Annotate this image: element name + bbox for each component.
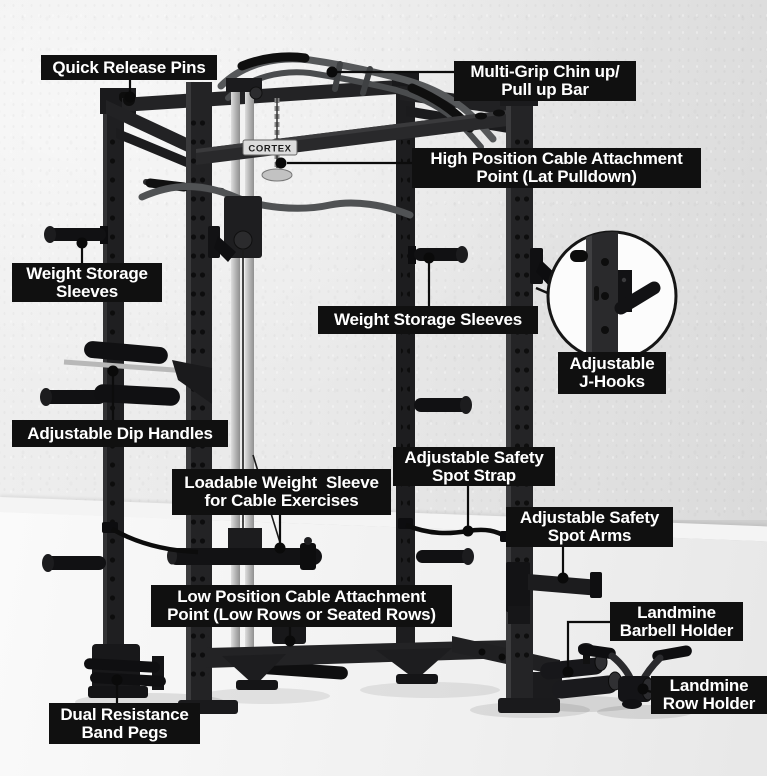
label-text: Pull up Bar [501, 80, 589, 99]
label-landmine-barbell-holder: Landmine Barbell Holder [610, 602, 743, 641]
label-text: Loadable Weight Sleeve [184, 473, 379, 492]
label-adjustable-j-hooks: Adjustable J-Hooks [558, 352, 666, 394]
label-weight-storage-sleeves-center: Weight Storage Sleeves [318, 306, 538, 334]
dip-handles [63, 341, 212, 406]
label-text: Quick Release Pins [52, 57, 206, 77]
label-text: Spot Arms [547, 526, 632, 545]
bars-upper [138, 178, 414, 219]
label-text: Dual Resistance [60, 704, 189, 724]
label-text: Adjustable Safety [404, 447, 544, 467]
label-text: Weight Storage [26, 263, 148, 283]
label-text: Adjustable Safety [519, 508, 660, 527]
label-text: Row Holder [662, 694, 756, 713]
label-landmine-row-holder: Landmine Row Holder [651, 676, 767, 714]
label-text: Barbell Holder [619, 620, 734, 640]
label-text: Multi-Grip Chin up/ [470, 62, 620, 81]
label-weight-storage-sleeves-left: Weight Storage Sleeves [12, 263, 162, 302]
curl-bar [138, 183, 414, 219]
label-adjustable-safety-spot-strap: Adjustable Safety Spot Strap [393, 447, 555, 486]
label-text: Low Position Cable Attachment [177, 587, 426, 606]
label-text: Spot Strap [432, 465, 516, 485]
label-loadable-weight-sleeve: Loadable Weight Sleeve for Cable Exercis… [172, 469, 391, 515]
label-multi-grip-chin-up-bar: Multi-Grip Chin up/ Pull up Bar [454, 61, 636, 101]
lat-tower [226, 78, 293, 650]
label-text: Adjustable [569, 354, 655, 373]
label-text: Point (Low Rows or Seated Rows) [167, 605, 436, 624]
label-low-position-cable-attachment: Low Position Cable Attachment Point (Low… [151, 585, 452, 627]
label-text: Landmine [637, 602, 716, 622]
label-dual-resistance-band-pegs: Dual Resistance Band Pegs [49, 703, 200, 744]
label-high-position-cable-attachment: High Position Cable Attachment Point (La… [412, 148, 701, 188]
label-adjustable-dip-handles: Adjustable Dip Handles [12, 420, 228, 447]
j-hook-inset [535, 230, 678, 362]
weight-storage-pegs [40, 226, 474, 572]
label-text: Weight Storage Sleeves [333, 310, 523, 329]
beam-front-top: CORTEX [196, 107, 532, 165]
callout-dots [76, 66, 649, 695]
brand-plate-text: CORTEX [248, 144, 291, 155]
label-text: Sleeves [56, 281, 118, 301]
label-text: Point (Lat Pulldown) [476, 167, 637, 186]
top-pulley [249, 86, 263, 100]
j-hook-left [208, 226, 236, 262]
safety-spot-arm [506, 562, 602, 624]
dual-resistance-band-pegs [84, 656, 166, 690]
label-adjustable-safety-spot-arms: Adjustable Safety Spot Arms [506, 507, 673, 547]
brand-plate [242, 139, 298, 156]
label-quick-release-pins: Quick Release Pins [41, 55, 217, 80]
label-text: Landmine [669, 676, 749, 695]
loadable-weight-sleeve [167, 537, 322, 570]
label-text: for Cable Exercises [204, 491, 359, 510]
label-text: High Position Cable Attachment [430, 149, 683, 168]
label-text: J-Hooks [579, 372, 645, 391]
label-text: Band Pegs [81, 722, 168, 742]
label-text: Adjustable Dip Handles [27, 423, 213, 443]
